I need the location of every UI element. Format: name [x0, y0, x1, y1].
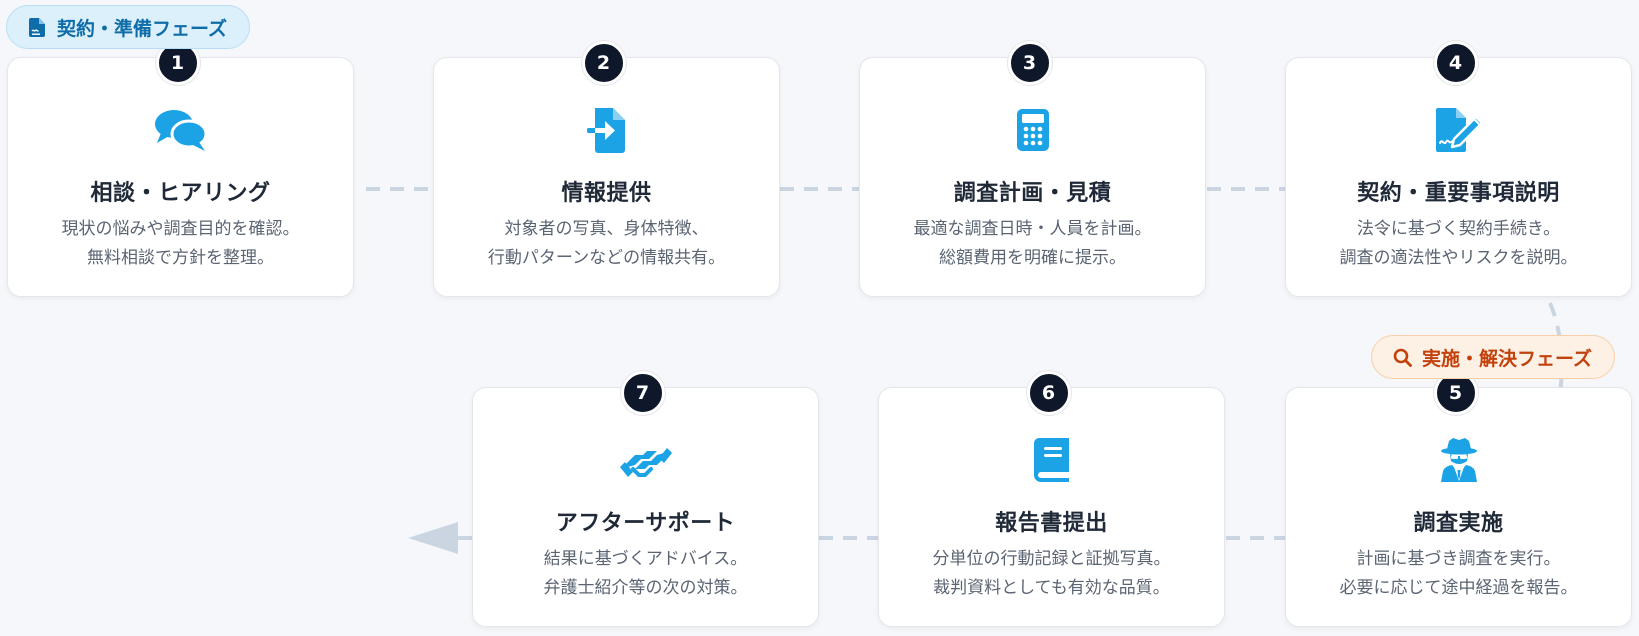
calculator-icon	[1005, 106, 1061, 154]
step-description: 最適な調査日時・人員を計画。 総額費用を明確に提示。	[870, 215, 1195, 273]
step-description-line: 裁判資料としても有効な品質。	[933, 578, 1170, 598]
step-description-line: 最適な調査日時・人員を計画。	[913, 219, 1152, 239]
step-description-line: 必要に応じて途中経過を報告。	[1339, 578, 1578, 598]
step-card-7: 7 アフターサポート 結果に基づくアドバイス。 弁護士紹介等の次の対策。	[472, 371, 819, 627]
step-card-4: 4 契約・重要事項説明 法令に基づく契約手続き。 調査の適法性やリスクを説明。	[1285, 41, 1632, 297]
comments-icon	[153, 106, 209, 154]
user-secret-icon	[1431, 436, 1487, 484]
step-description: 結果に基づくアドバイス。 弁護士紹介等の次の対策。	[483, 545, 808, 603]
phase-label: 契約・準備フェーズ	[57, 17, 228, 40]
phase-label: 実施・解決フェーズ	[1422, 347, 1593, 370]
search-icon	[1392, 347, 1412, 367]
step-card-2: 2 情報提供 対象者の写真、身体特徴、 行動パターンなどの情報共有。	[433, 41, 780, 297]
file-import-icon	[579, 106, 635, 154]
step-description-line: 総額費用を明確に提示。	[939, 248, 1126, 268]
step-description-line: 無料相談で方針を整理。	[87, 248, 274, 268]
step-description-line: 対象者の写真、身体特徴、	[504, 219, 709, 239]
step-description: 分単位の行動記録と証拠写真。 裁判資料としても有効な品質。	[889, 545, 1214, 603]
step-title: 調査計画・見積	[953, 181, 1112, 206]
step-description-line: 法令に基づく契約手続き。	[1356, 219, 1561, 239]
step-description-line: 分単位の行動記録と証拠写真。	[932, 549, 1171, 569]
step-number: 3	[1007, 41, 1052, 85]
step-title: 契約・重要事項説明	[1357, 181, 1560, 206]
step-description-line: 弁護士紹介等の次の対策。	[543, 578, 748, 598]
step-number: 6	[1026, 371, 1071, 415]
phase-badge-execution: 実施・解決フェーズ	[1371, 335, 1616, 379]
file-contract-icon	[27, 17, 47, 37]
step-description-line: 調査の適法性やリスクを説明。	[1339, 248, 1578, 268]
step-number: 7	[620, 371, 665, 415]
step-title: アフターサポート	[555, 511, 736, 536]
step-description-line: 行動パターンなどの情報共有。	[487, 248, 726, 268]
step-description-line: 現状の悩みや調査目的を確認。	[61, 219, 300, 239]
step-card-5: 5 調査実施 計画に基づき調査を実行。 必要に応じて途中経過を報告。	[1285, 371, 1632, 627]
step-description-line: 結果に基づくアドバイス。	[543, 549, 748, 569]
step-description: 法令に基づく契約手続き。 調査の適法性やリスクを説明。	[1296, 215, 1621, 273]
phase-badge-preparation: 契約・準備フェーズ	[6, 5, 251, 49]
book-icon	[1024, 436, 1080, 484]
step-description-line: 計画に基づき調査を実行。	[1356, 549, 1561, 569]
end-arrow-head	[408, 522, 458, 554]
step-number: 2	[581, 41, 626, 85]
step-title: 調査実施	[1413, 511, 1504, 536]
file-signature-icon	[1431, 106, 1487, 154]
step-number: 4	[1433, 41, 1478, 85]
step-description: 計画に基づき調査を実行。 必要に応じて途中経過を報告。	[1296, 545, 1621, 603]
step-description: 対象者の写真、身体特徴、 行動パターンなどの情報共有。	[444, 215, 769, 273]
step-card-6: 6 報告書提出 分単位の行動記録と証拠写真。 裁判資料としても有効な品質。	[878, 371, 1225, 627]
step-title: 情報提供	[561, 181, 652, 206]
step-title: 相談・ヒアリング	[90, 181, 271, 206]
handshake-icon	[618, 436, 674, 484]
step-title: 報告書提出	[995, 511, 1108, 536]
step-description: 現状の悩みや調査目的を確認。 無料相談で方針を整理。	[18, 215, 343, 273]
step-card-3: 3 調査計画・見積 最適な調査日時・人員を計画。 総額費用を明確に提示。	[859, 41, 1206, 297]
step-card-1: 1 相談・ヒアリング 現状の悩みや調査目的を確認。 無料相談で方針を整理。	[7, 41, 354, 297]
